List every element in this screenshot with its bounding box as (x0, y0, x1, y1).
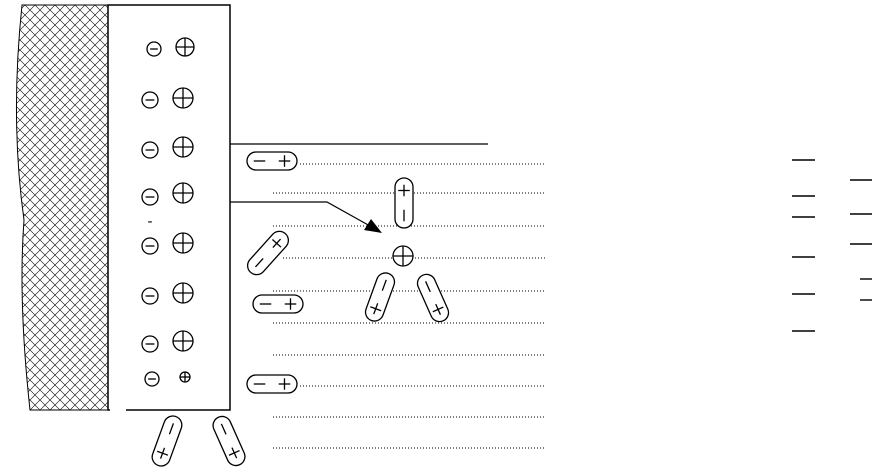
solvent-dipoles (151, 151, 450, 467)
dipole-icon (416, 273, 450, 323)
dipole-icon (364, 272, 396, 322)
positive-charge-icon (172, 330, 194, 352)
surface-charge-pair (144, 371, 191, 387)
dipole-icon (246, 374, 298, 394)
electrode: - (15, 4, 231, 412)
surface-charges (141, 37, 195, 387)
electrode-surface-layer (107, 4, 231, 411)
small-minus-label: - (147, 214, 152, 230)
positive-charge-icon (172, 282, 194, 304)
positive-charge-icon (179, 371, 191, 383)
free-ion (392, 245, 414, 267)
dipole-icon (394, 177, 414, 229)
positive-charge-icon (172, 182, 194, 204)
negative-charge-icon (141, 141, 159, 159)
positive-charge-icon (175, 37, 195, 57)
dipole-icon (246, 151, 298, 171)
surface-charge-pair (141, 136, 194, 159)
dipole-icon (212, 415, 246, 467)
positive-charge-icon (172, 232, 194, 254)
dipole-icon (151, 415, 183, 467)
surface-charge-pair (141, 282, 194, 305)
surface-charge-pair (146, 37, 195, 57)
right-side-marks (792, 159, 872, 332)
positive-ion-icon (392, 245, 414, 267)
negative-charge-icon (141, 335, 159, 353)
negative-charge-icon (141, 237, 159, 255)
surface-charge-pair (141, 330, 194, 353)
negative-charge-icon (141, 287, 159, 305)
dipole-icon (246, 230, 290, 276)
surface-charge-pair (141, 182, 194, 206)
negative-charge-icon (146, 41, 162, 57)
dipole-icon (252, 294, 304, 314)
outer-helmholtz-line (230, 201, 371, 227)
electrode-hatched-region (15, 4, 109, 411)
positive-charge-icon (172, 136, 194, 158)
negative-charge-icon (141, 188, 159, 206)
negative-charge-icon (144, 371, 160, 387)
surface-charge-pair (141, 232, 194, 255)
surface-charge-pair (141, 87, 194, 109)
negative-charge-icon (141, 91, 159, 109)
positive-charge-icon (172, 87, 194, 109)
